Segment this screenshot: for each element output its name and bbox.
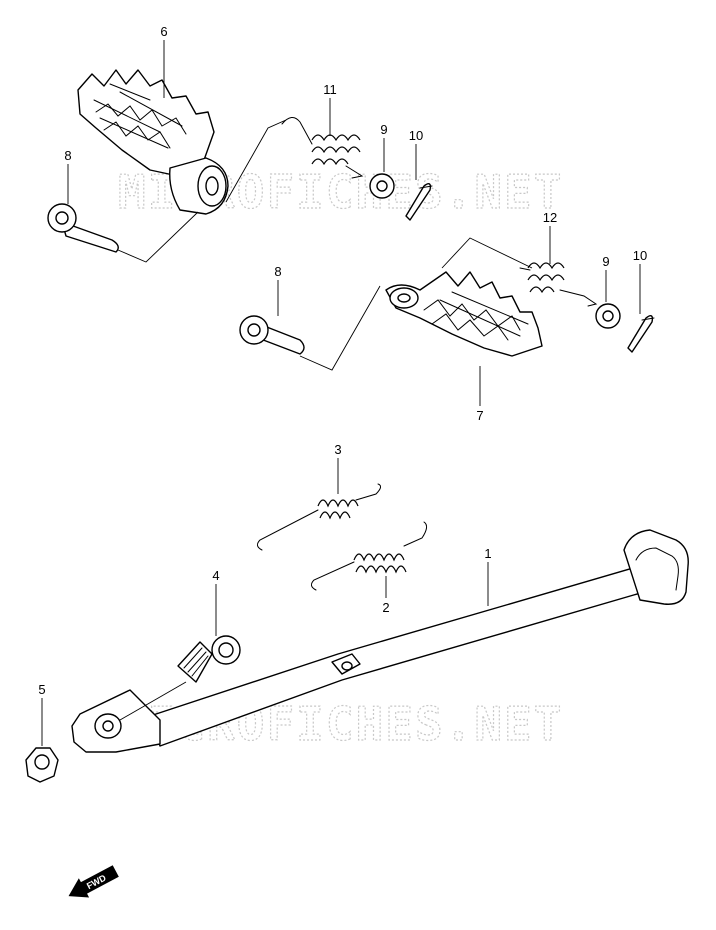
spring-11[interactable] — [281, 117, 364, 179]
callout-1: 1 — [484, 546, 491, 561]
callout-8-lower: 8 — [274, 264, 281, 279]
callout-6: 6 — [160, 24, 167, 39]
assembly-line-upper — [225, 119, 287, 203]
assembly-line-lower-top — [441, 237, 533, 269]
nut-5[interactable] — [25, 747, 59, 783]
side-stand[interactable] — [71, 529, 689, 753]
callout-4: 4 — [212, 568, 219, 583]
assembly-line-lower-pin — [299, 285, 381, 371]
washer-9-lower[interactable] — [595, 303, 621, 329]
assembly-line-upper-pin — [117, 211, 199, 263]
bolt-4[interactable] — [177, 635, 241, 683]
bolt-4-axis — [119, 681, 187, 721]
callout-10-lower: 10 — [633, 248, 647, 263]
spring-2[interactable] — [310, 521, 428, 591]
footpeg-left[interactable] — [77, 69, 229, 215]
bolt-8-lower[interactable] — [239, 315, 305, 355]
callout-7: 7 — [476, 408, 483, 423]
spring-12[interactable] — [519, 262, 598, 307]
callout-11: 11 — [323, 82, 337, 97]
bolt-8-upper[interactable] — [47, 203, 119, 253]
washer-9-upper[interactable] — [369, 173, 395, 199]
callout-9-lower: 9 — [602, 254, 609, 269]
callout-5: 5 — [38, 682, 45, 697]
spring-3[interactable] — [256, 483, 382, 551]
cotter-pin-10-upper[interactable] — [405, 183, 433, 221]
cotter-pin-10-lower[interactable] — [627, 315, 655, 353]
fwd-arrow-icon: FWD — [68, 865, 119, 898]
footpeg-right[interactable] — [385, 271, 543, 357]
callout-10-upper: 10 — [409, 128, 423, 143]
callout-3: 3 — [334, 442, 341, 457]
callout-12: 12 — [543, 210, 557, 225]
callout-9-upper: 9 — [380, 122, 387, 137]
callout-8-upper: 8 — [64, 148, 71, 163]
callout-2: 2 — [382, 600, 389, 615]
